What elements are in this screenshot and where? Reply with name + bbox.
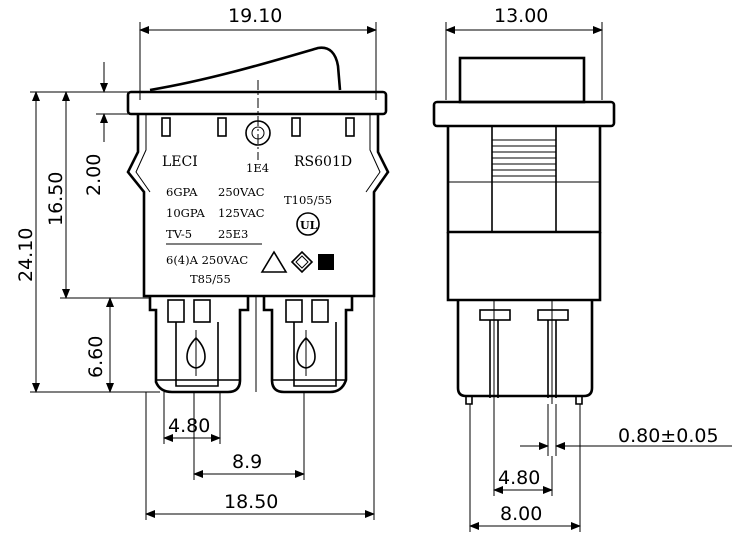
rating4-label: 6(4)A 250VAC (166, 253, 248, 267)
dim-total-height: 24.10 (15, 228, 37, 282)
rating3-volt: 25E3 (218, 227, 248, 241)
dim-terminal-pitch-inner: 4.80 (168, 415, 210, 437)
rocker-lever (149, 46, 342, 92)
vde-mark-icon (260, 250, 288, 273)
ribs (492, 139, 556, 177)
dim-top-width: 19.10 (228, 5, 282, 27)
dim-terminal-height: 6.60 (85, 336, 107, 378)
top-flange (126, 90, 388, 116)
code-label: 1E4 (246, 161, 269, 175)
front-view: LECI 1E4 RS601D 6GPA 250VAC 10GPA 125VAC… (126, 46, 390, 394)
dim-side-width: 13.00 (494, 5, 548, 27)
side-pins (465, 300, 583, 405)
dim-side-pin-pitch: 4.80 (498, 467, 540, 489)
ce-mark-icon (318, 254, 334, 270)
terminals-front (148, 296, 354, 394)
rating1-type: 6GPA (166, 185, 198, 199)
dim-pin-thickness: 0.80±0.05 (618, 425, 719, 447)
brand-label: LECI (162, 154, 198, 170)
enec-mark-icon (290, 250, 314, 274)
svg-text:UL: UL (300, 219, 318, 232)
rating3-type: TV-5 (166, 227, 192, 241)
dim-terminal-pitch-outer: 8.9 (232, 451, 262, 473)
temp-right-label: T105/55 (284, 193, 332, 207)
dim-body-height: 16.50 (45, 172, 67, 226)
rating2-type: 10GPA (166, 206, 206, 220)
temp-bottom-label: T85/55 (190, 272, 231, 286)
ul-mark-icon: UL (296, 212, 320, 236)
side-view (432, 56, 616, 405)
rating1-volt: 250VAC (218, 185, 265, 199)
model-label: RS601D (294, 154, 352, 170)
dim-lever-height: 2.00 (83, 154, 105, 196)
dim-bottom-width: 18.50 (224, 491, 278, 513)
dimension-lines: 19.10 13.00 2.00 16.50 24.10 6.60 4.80 (15, 5, 732, 532)
rating2-volt: 125VAC (218, 206, 265, 220)
dim-side-bottom-width: 8.00 (500, 503, 542, 525)
